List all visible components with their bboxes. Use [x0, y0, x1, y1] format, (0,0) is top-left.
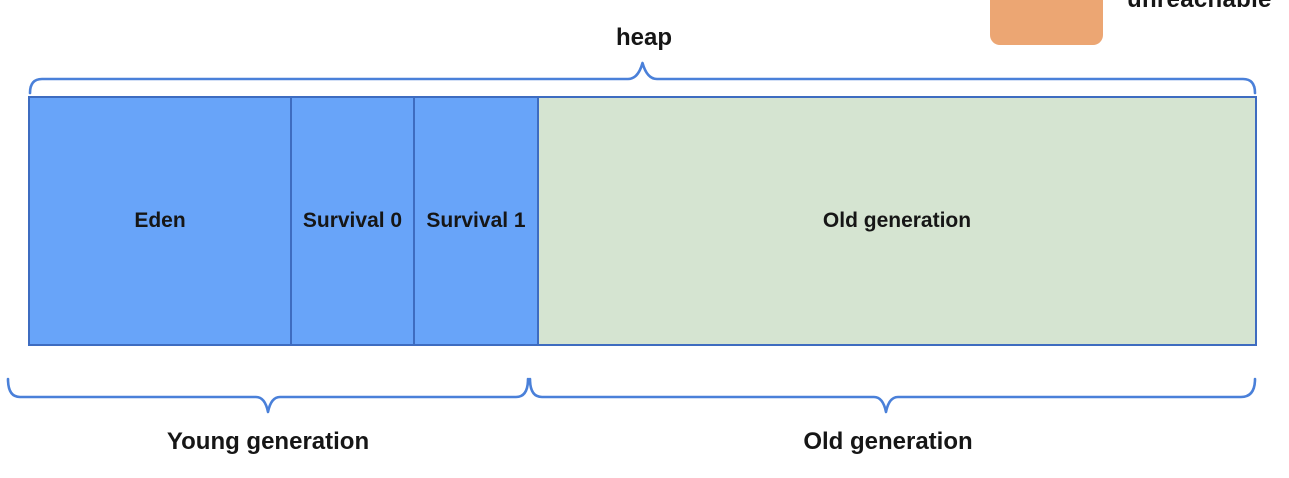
unreachable-legend-label: unreachable — [1127, 0, 1272, 14]
young-generation-brace — [6, 377, 530, 414]
region-old-generation: Old generation — [539, 98, 1255, 344]
region-survival-0-label: Survival 0 — [302, 209, 403, 232]
region-old-generation-label: Old generation — [822, 209, 972, 232]
young-generation-label: Young generation — [166, 428, 370, 455]
region-survival-1-label: Survival 1 — [426, 209, 526, 232]
old-generation-brace — [528, 377, 1257, 414]
heap-box: Eden Survival 0 Survival 1 Old generatio… — [28, 96, 1257, 346]
heap-brace — [28, 61, 1257, 95]
region-survival-0: Survival 0 — [292, 98, 415, 344]
old-generation-label: Old generation — [803, 428, 973, 455]
region-eden-label: Eden — [134, 209, 186, 232]
heap-title: heap — [615, 24, 672, 51]
unreachable-color-swatch — [990, 0, 1103, 45]
region-survival-1: Survival 1 — [415, 98, 539, 344]
region-eden: Eden — [30, 98, 292, 344]
